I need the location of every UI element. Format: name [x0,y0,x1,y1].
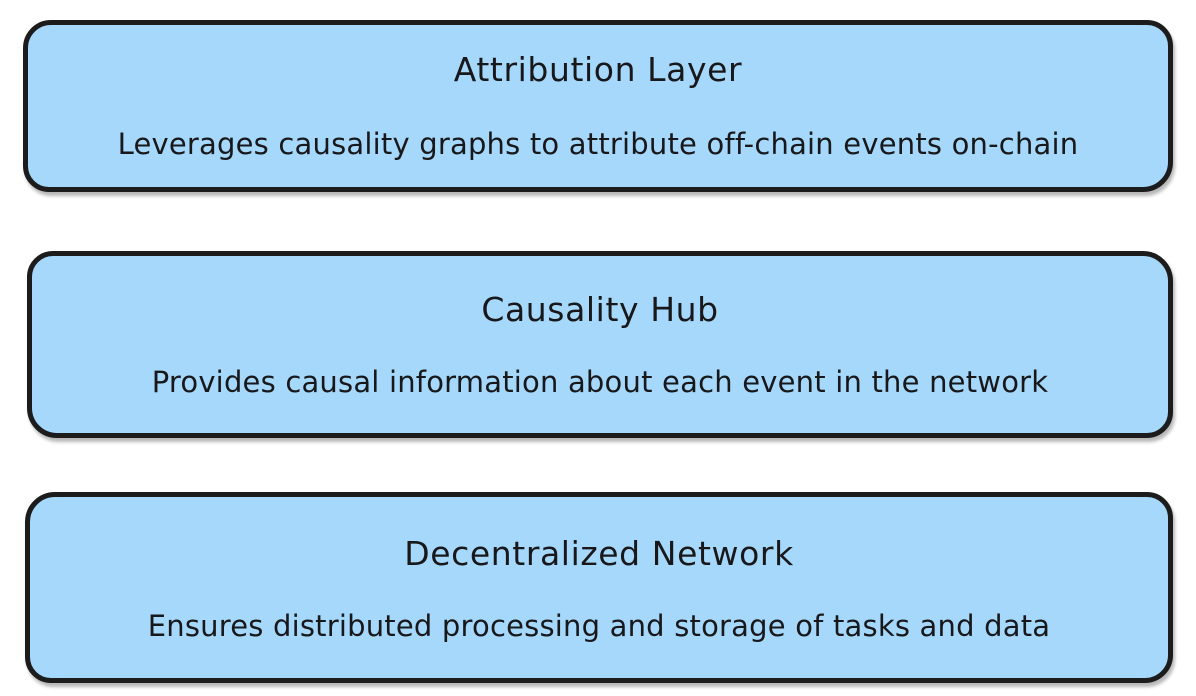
node-description: Leverages causality graphs to attribute … [117,127,1079,162]
node-title: Causality Hub [481,289,719,329]
node-title: Decentralized Network [404,533,794,573]
node-description: Provides causal information about each e… [151,364,1049,399]
node-description: Ensures distributed processing and stora… [147,608,1051,643]
diagram-node-attribution-layer[interactable]: Attribution Layer Leverages causality gr… [23,20,1173,192]
node-title: Attribution Layer [453,50,743,90]
diagram-node-decentralized-network[interactable]: Decentralized Network Ensures distribute… [25,492,1173,683]
diagram-node-causality-hub[interactable]: Causality Hub Provides causal informatio… [27,251,1173,438]
